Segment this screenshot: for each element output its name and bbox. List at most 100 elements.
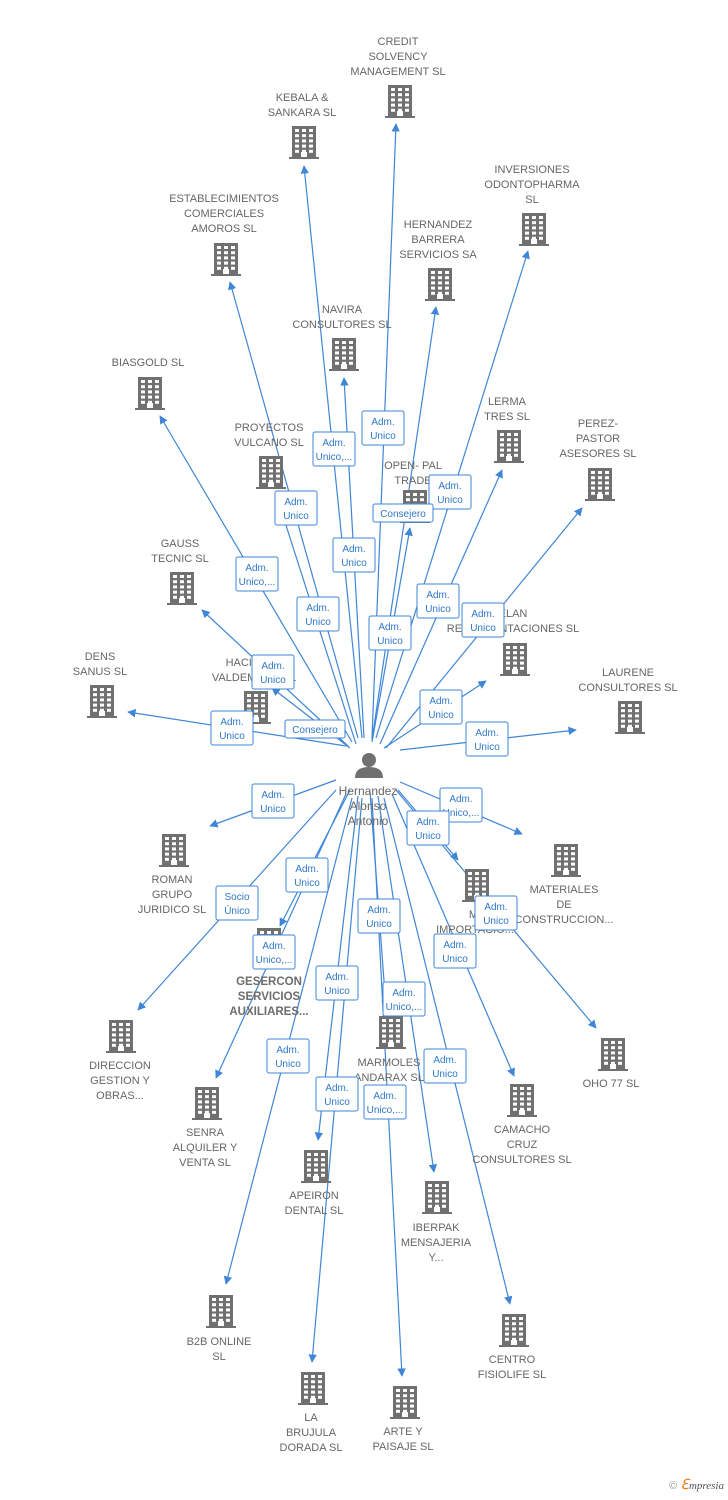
relation-label: Adm.: [220, 717, 243, 728]
relation-box-materiales[interactable]: Adm.Unico,...: [439, 787, 483, 823]
company-label-line: SENRA: [186, 1127, 225, 1139]
relation-box-b2b[interactable]: Adm.Unico: [266, 1038, 310, 1074]
relation-label: Adm.: [371, 417, 394, 428]
relation-label: Unico: [474, 742, 500, 753]
relation-box-dens[interactable]: Adm.Unico: [210, 710, 254, 746]
relation-label: Unico: [415, 831, 441, 842]
company-label-line: B2B ONLINE: [187, 1336, 252, 1348]
company-label-line: IBERPAK: [413, 1222, 461, 1234]
building-icon: [376, 1016, 406, 1049]
relation-label: Unico: [260, 675, 286, 686]
relation-label: Unico: [294, 878, 320, 889]
company-label-line: VULCANO SL: [234, 437, 304, 449]
relation-box-kebala[interactable]: Adm.Unico,...: [312, 431, 356, 467]
relation-box-perez-pastor[interactable]: Adm.Unico: [461, 602, 505, 638]
relation-box-gauss[interactable]: Adm. Unico: [251, 654, 295, 690]
company-label-line: GRUPO: [152, 889, 193, 901]
relation-box-credit[interactable]: Adm.Unico: [361, 410, 405, 446]
relation-label: Adm.: [325, 972, 348, 983]
relation-box-inversiones[interactable]: Adm.Unico: [428, 474, 472, 510]
relation-box-senra[interactable]: Adm.Unico,...: [252, 934, 296, 970]
company-label-line: OHO 77 SL: [583, 1078, 640, 1090]
relation-box-lerma[interactable]: Adm.Unico: [416, 583, 460, 619]
building-icon: [329, 338, 359, 371]
building-icon: [385, 85, 415, 118]
relation-box-marmoles[interactable]: Adm.Unico: [357, 898, 401, 934]
relation-box-la-brujula[interactable]: Adm.Unico: [315, 1076, 359, 1112]
relation-box-oho[interactable]: Adm.Unico: [474, 895, 518, 931]
relation-box-m-importacion[interactable]: Adm.Unico: [406, 810, 450, 846]
relation-box-centro[interactable]: Adm.Unico: [423, 1048, 467, 1084]
relation-box-hernandez-barrera[interactable]: Consejero: [372, 503, 434, 523]
relation-label: Adm.: [449, 794, 472, 805]
company-label-line: ESTABLECIMIENTOS: [169, 193, 279, 205]
company-label-line: ODONTOPHARMA: [484, 179, 580, 191]
brand-initial: ℇ: [680, 1478, 689, 1493]
company-label-line: SL: [525, 194, 538, 206]
relation-label: Adm.: [261, 661, 284, 672]
relation-box-establecimientos[interactable]: Adm.Unico: [274, 490, 318, 526]
relation-box-roman[interactable]: Adm.Unico: [251, 783, 295, 819]
company-label-line: ELAN: [499, 608, 528, 620]
company-label-line: NAVIRA: [322, 304, 363, 316]
company-label-line: CREDIT: [378, 36, 419, 48]
company-label-line: TECNIC SL: [151, 553, 208, 565]
relation-box-apeiron[interactable]: Adm.Unico: [315, 965, 359, 1001]
relation-box-open-pal[interactable]: Adm.Unico: [368, 615, 412, 651]
relation-box-hacienda[interactable]: Consejero: [284, 719, 346, 739]
person-name-line: Antonio: [348, 814, 389, 828]
relation-label: Unico: [366, 919, 392, 930]
relation-box-iberpak[interactable]: Adm.Unico,...: [382, 981, 426, 1017]
person-name-line: Hernandez: [339, 784, 398, 798]
relation-box-camacho[interactable]: Adm.Unico: [433, 933, 477, 969]
building-icon: [135, 377, 165, 410]
company-label-line: CONSULTORES SL: [472, 1154, 571, 1166]
relation-label: Unico: [275, 1059, 301, 1070]
relation-label: Adm.: [426, 590, 449, 601]
relation-box-navira[interactable]: Adm.Unico: [332, 537, 376, 573]
brand-name: mpresia: [688, 1480, 724, 1492]
empresia-watermark[interactable]: © ℇmpresia: [669, 1477, 724, 1494]
company-label: BIASGOLD SL: [112, 357, 185, 369]
relation-box-laurene[interactable]: Adm.Unico: [465, 721, 509, 757]
company-node-kebala[interactable]: KEBALA &SANKARA SL: [268, 92, 336, 159]
relation-box-gesercon[interactable]: Adm.Unico: [285, 857, 329, 893]
relation-box-proyectos[interactable]: Adm.Unico: [296, 596, 340, 632]
relation-box-biasgold[interactable]: Adm.Unico,...: [235, 556, 279, 592]
company-node-oho[interactable]: OHO 77 SL: [583, 1038, 640, 1090]
relation-label: Unico: [437, 495, 463, 506]
relation-label: Adm.: [322, 438, 345, 449]
relation-box-arte[interactable]: Adm.Unico,...: [363, 1084, 407, 1120]
relation-box-elan[interactable]: Adm.Unico: [419, 689, 463, 725]
company-node-biasgold[interactable]: BIASGOLD SL: [112, 357, 185, 410]
